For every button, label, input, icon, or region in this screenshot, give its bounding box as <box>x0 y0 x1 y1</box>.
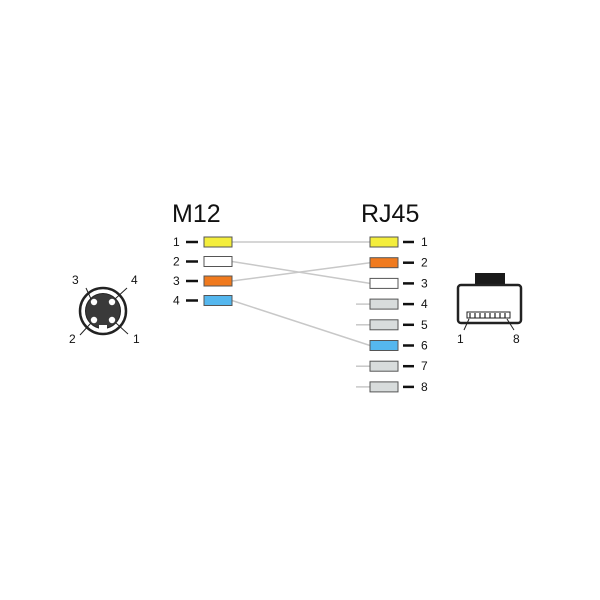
rj45-pin-color-block <box>369 340 399 351</box>
rj45-pin-label: 1 <box>421 235 428 249</box>
wire-3-to-2 <box>231 261 371 282</box>
rj45-pin-4: 4 <box>356 297 428 311</box>
m12-face-label-2: 2 <box>69 332 76 346</box>
rj45-pin-color-block <box>369 381 399 393</box>
m12-pin-list: 1 2 3 4 <box>173 235 233 308</box>
m12-connector-face-icon: 3 4 2 1 <box>69 273 140 346</box>
rj45-pin-label: 4 <box>421 297 428 311</box>
m12-face-label-1: 1 <box>133 332 140 346</box>
rj45-pin-5: 5 <box>356 318 428 332</box>
rj45-pin-1: 1 <box>369 235 428 249</box>
m12-pin-1: 1 <box>173 235 233 249</box>
rj45-pin-list: 1 2 3 4 5 6 7 8 <box>356 235 428 394</box>
rj45-pin-6: 6 <box>369 339 428 353</box>
rj45-pin-label: 7 <box>421 359 428 373</box>
m12-pin-color-block <box>203 236 233 248</box>
m12-pin-4: 4 <box>173 294 233 308</box>
rj45-pin-color-block <box>369 360 399 372</box>
m12-face-label-3: 3 <box>72 273 79 287</box>
rj45-pin-8: 8 <box>356 380 428 394</box>
rj45-pin-color-block <box>369 236 399 248</box>
rj45-plug-icon: 1 8 <box>456 273 523 346</box>
rj45-pin-2: 2 <box>369 256 428 270</box>
rj45-pin-3: 3 <box>369 276 428 290</box>
m12-pin-3: 3 <box>173 274 233 288</box>
m12-pin-color-block <box>203 256 233 267</box>
rj45-plug-label-1: 1 <box>457 332 464 346</box>
wire-4-to-6 <box>231 299 371 347</box>
rj45-pin-color-block <box>369 298 399 310</box>
rj45-pin-label: 6 <box>421 339 428 353</box>
m12-face-label-4: 4 <box>131 273 138 287</box>
rj45-pin-label: 2 <box>421 256 428 270</box>
m12-pin-color-block <box>203 275 233 287</box>
rj45-pin-label: 5 <box>421 318 428 332</box>
rj45-pin-color-block <box>369 257 399 269</box>
m12-pin-label: 1 <box>173 235 180 249</box>
rj45-pin-label: 3 <box>421 276 428 290</box>
wire-group <box>231 241 371 347</box>
rj45-pin-label: 8 <box>421 380 428 394</box>
rj45-pin-color-block <box>369 319 399 331</box>
m12-pin-label: 3 <box>173 274 180 288</box>
m12-title: M12 <box>172 200 221 228</box>
m12-pin-2: 2 <box>173 255 233 269</box>
rj45-plug-label-8: 8 <box>513 332 520 346</box>
rj45-title: RJ45 <box>361 200 419 228</box>
m12-pin-label: 2 <box>173 255 180 269</box>
m12-pin-color-block <box>203 295 233 306</box>
rj45-pin-7: 7 <box>356 359 428 373</box>
m12-pin-label: 4 <box>173 294 180 308</box>
rj45-pin-color-block <box>369 277 399 289</box>
